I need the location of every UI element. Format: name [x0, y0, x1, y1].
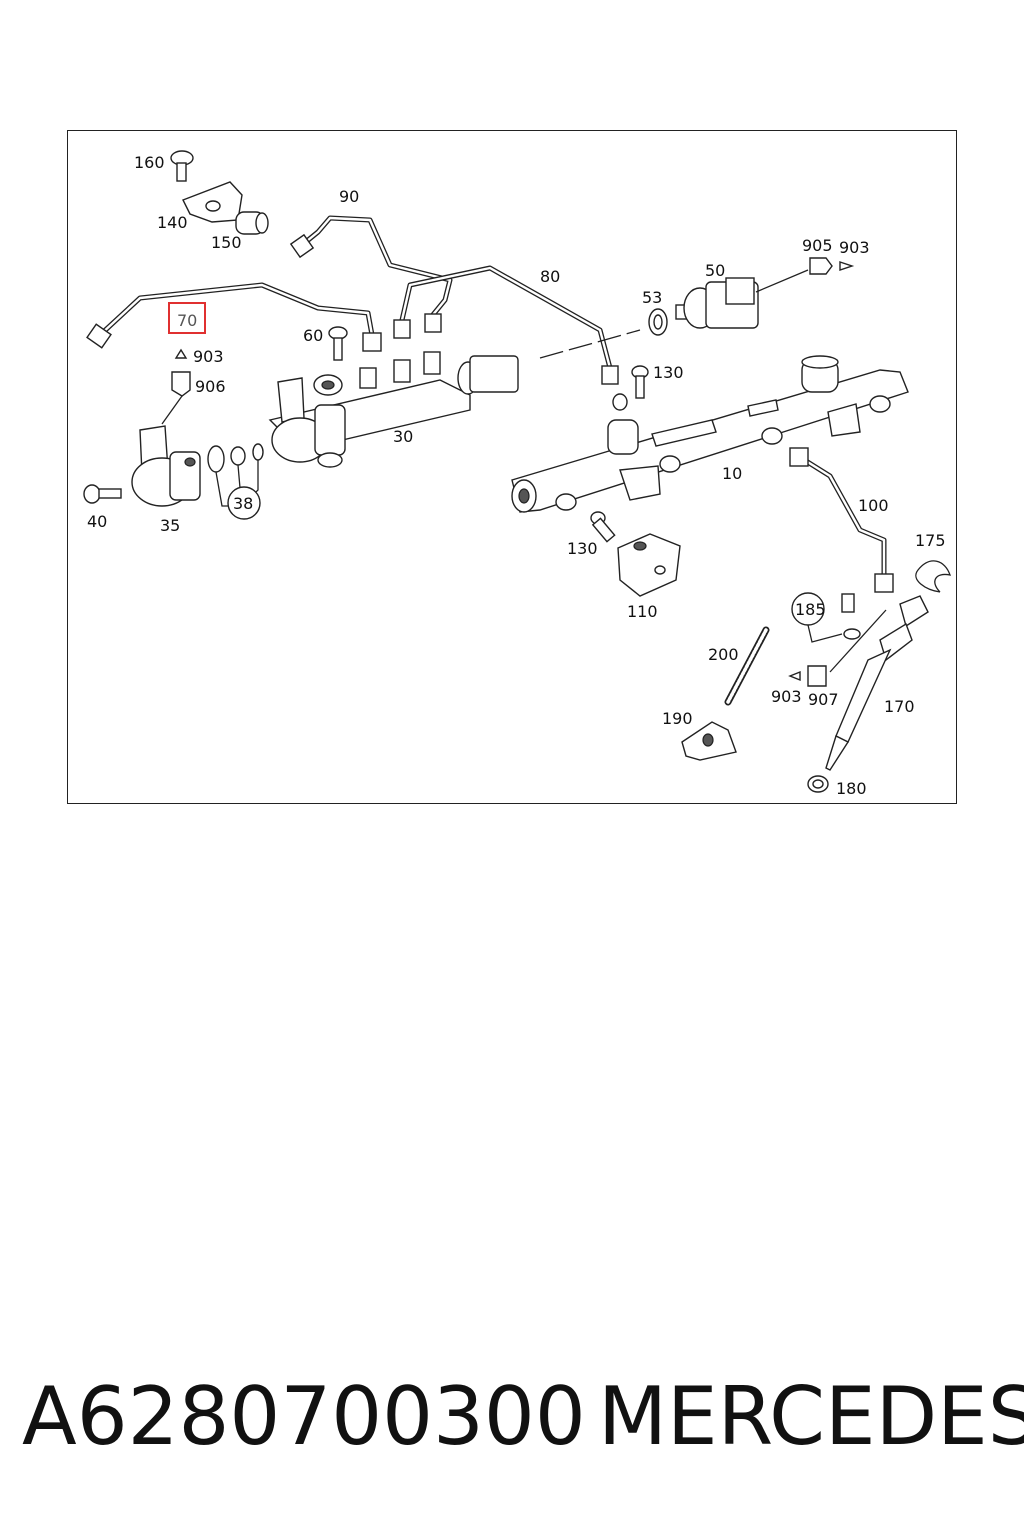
- diagram-frame: [67, 130, 957, 804]
- label-90[interactable]: 90: [339, 187, 359, 206]
- clamp-190: [681, 721, 737, 761]
- label-130-b[interactable]: 130: [567, 539, 598, 558]
- bolt-130-lower: [590, 511, 616, 543]
- label-30[interactable]: 30: [393, 427, 413, 446]
- label-160[interactable]: 160: [134, 153, 165, 172]
- pipe-70: [86, 282, 382, 352]
- label-903-a[interactable]: 903: [193, 347, 224, 366]
- label-907[interactable]: 907: [808, 690, 839, 709]
- label-40[interactable]: 40: [87, 512, 107, 531]
- label-140[interactable]: 140: [157, 213, 188, 232]
- valve-35-front: [131, 425, 201, 507]
- label-10[interactable]: 10: [722, 464, 742, 483]
- label-53[interactable]: 53: [642, 288, 662, 307]
- connector-symbols-903-906: [161, 348, 191, 425]
- label-38[interactable]: 38: [233, 494, 253, 513]
- parts-diagram: 160 140 150 90 80 70 60 903 906 30 38 40…: [83, 150, 951, 798]
- bolt-130-upper: [631, 365, 649, 399]
- label-903-c[interactable]: 903: [771, 687, 802, 706]
- label-180[interactable]: 180: [836, 779, 867, 798]
- valve-35: [271, 377, 346, 468]
- pressure-sensor-50: [675, 269, 809, 329]
- sleeve-150: [235, 211, 269, 235]
- label-905[interactable]: 905: [802, 236, 833, 255]
- part-number: A6280700300: [22, 1370, 586, 1463]
- seal-ring-set-38: [207, 443, 264, 520]
- label-903-b[interactable]: 903: [839, 238, 870, 257]
- pipe-80: [393, 265, 619, 385]
- bolt-60: [328, 326, 348, 361]
- label-100[interactable]: 100: [858, 496, 889, 515]
- label-130-a[interactable]: 130: [653, 363, 684, 382]
- footer-caption: A6280700300 MERCEDES: [0, 1370, 1024, 1470]
- highlight-box-70: [168, 302, 206, 334]
- connector-symbols-903-907: [788, 665, 827, 687]
- bolt-40: [83, 484, 122, 504]
- bolt-160: [170, 150, 194, 182]
- label-80[interactable]: 80: [540, 267, 560, 286]
- label-150[interactable]: 150: [211, 233, 242, 252]
- bracket-140: [182, 181, 243, 223]
- label-185[interactable]: 185: [795, 600, 826, 619]
- pipe-100: [789, 447, 894, 593]
- label-190[interactable]: 190: [662, 709, 693, 728]
- label-200[interactable]: 200: [708, 645, 739, 664]
- label-35[interactable]: 35: [160, 516, 180, 535]
- label-906[interactable]: 906: [195, 377, 226, 396]
- brand-name: MERCEDES: [598, 1370, 1024, 1463]
- label-60[interactable]: 60: [303, 326, 323, 345]
- stud-200: [724, 626, 770, 706]
- fuel-rail-10: [511, 355, 909, 513]
- label-70[interactable]: 70: [177, 311, 197, 330]
- washer-53: [648, 308, 668, 336]
- pipe-90: [289, 215, 453, 333]
- label-175[interactable]: 175: [915, 531, 946, 550]
- label-170[interactable]: 170: [884, 697, 915, 716]
- label-110[interactable]: 110: [627, 602, 658, 621]
- washer-180: [807, 775, 829, 793]
- bracket-110: [617, 533, 681, 597]
- connector-symbols-905-903: [809, 257, 855, 275]
- group-185: [791, 592, 861, 643]
- injector-170: [825, 595, 929, 771]
- clip-175: [915, 560, 951, 593]
- label-50[interactable]: 50: [705, 261, 725, 280]
